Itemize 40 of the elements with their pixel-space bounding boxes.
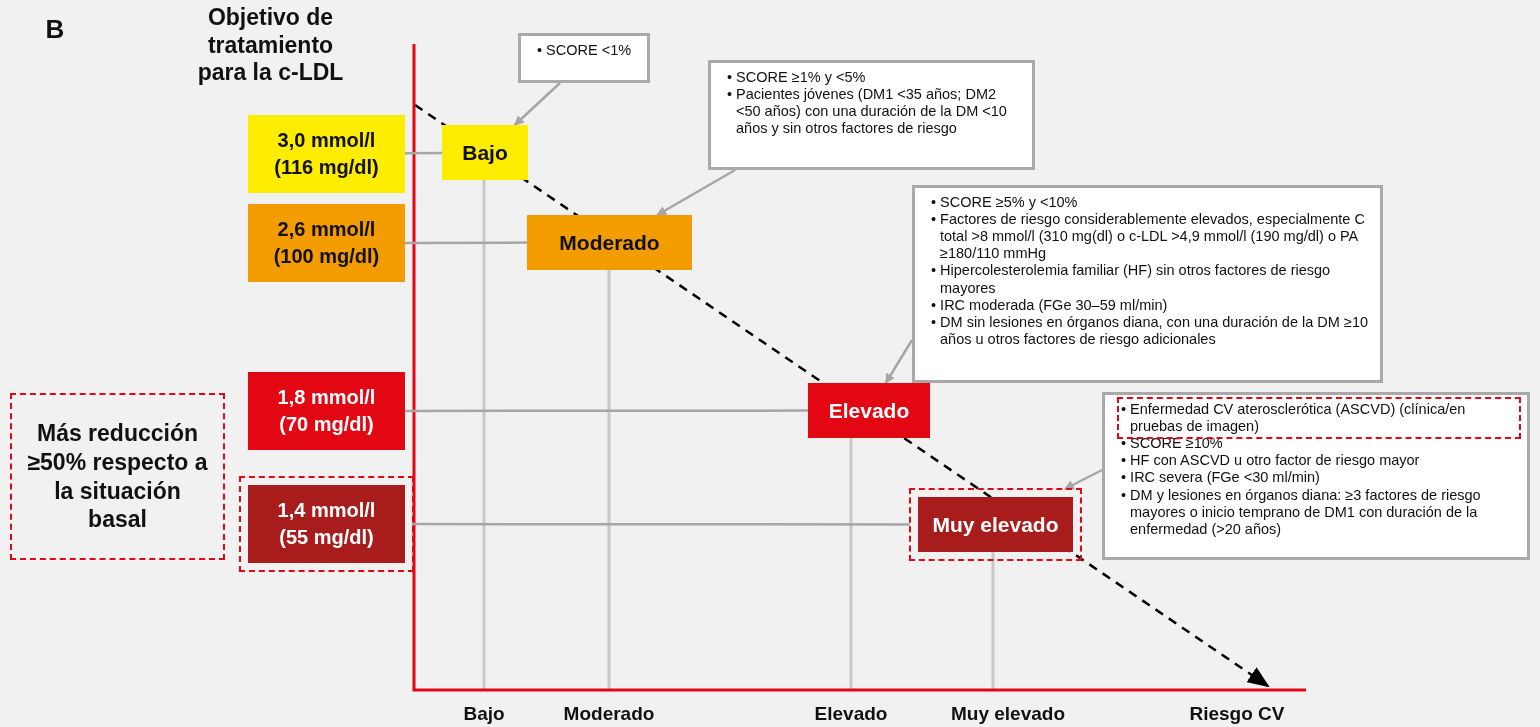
panel-letter: B [44,14,66,45]
bullet-item: • SCORE <1% [537,42,632,60]
note-box: Más reducción ≥50% respecto a la situación basal [10,393,225,560]
bullet-item: • IRC severa (FGe <30 ml/min) [1121,469,1321,487]
risk-box: Bajo [442,125,528,180]
info-box [1102,392,1530,560]
connector-line [405,241,527,245]
info-box [518,33,650,83]
bullet-item: • IRC moderada (FGe 30–59 ml/min) [931,296,1169,314]
axis-title: Objetivo de tratamiento para la c-LDL [196,4,345,87]
connector-line [405,409,808,413]
bullet-item: • Pacientes jóvenes (DM1 <35 años; DM2 <50 años) con una duración de la DM <10 años y sin otros factores de riesgo [727,86,1008,138]
target-box: 2,6 mmol/l (100 mg/dl) [248,204,405,282]
axis-label: Moderado [562,703,656,725]
risk-box: Moderado [527,215,692,270]
axis-label: Riesgo CV [1188,703,1286,725]
arrow [884,339,914,384]
bullet-item: • SCORE ≥1% y <5% [727,69,867,87]
bullet-item: • Factores de riesgo considerablemente elevados, especialmente C total >8 mmol/l (310 mg(dl) o c-LDL >4,9 mmol/l (190 mg/dl) o PA ≥180/110 mmHg [931,211,1366,263]
arrow [513,82,561,126]
target-box: 3,0 mmol/l (116 mg/dl) [248,115,405,193]
axis-label: Muy elevado [949,703,1066,725]
target-box: 1,4 mmol/l (55 mg/dl) [248,485,405,563]
risk-box: Elevado [808,383,930,438]
arrow [656,168,736,217]
connector-line [405,151,442,155]
bullet-item: • HF con ASCVD u otro factor de riesgo mayor [1121,452,1421,470]
risk-box: Muy elevado [918,497,1073,552]
target-box: 1,8 mmol/l (70 mg/dl) [248,372,405,450]
info-box [912,185,1383,383]
bullet-item: • SCORE ≥5% y <10% [931,194,1079,212]
axis-label: Bajo [462,703,506,725]
arrow [1063,468,1103,491]
connector-line [413,522,910,526]
bullet-item: • SCORE ≥10% [1121,435,1224,453]
bullet-item: • DM y lesiones en órganos diana: ≥3 factores de riesgo mayores o inicio temprano de DM1 con duración de la enfermedad (>20 años) [1121,486,1482,538]
axis-label: Elevado [813,703,889,725]
bullet-item: • DM sin lesiones en órganos diana, con una duración de la DM ≥10 años u otros factores de riesgo adicionales [931,313,1369,348]
info-box [708,60,1035,170]
bullet-item: • Hipercolesterolemia familiar (HF) sin otros factores de riesgo mayores [931,262,1332,297]
